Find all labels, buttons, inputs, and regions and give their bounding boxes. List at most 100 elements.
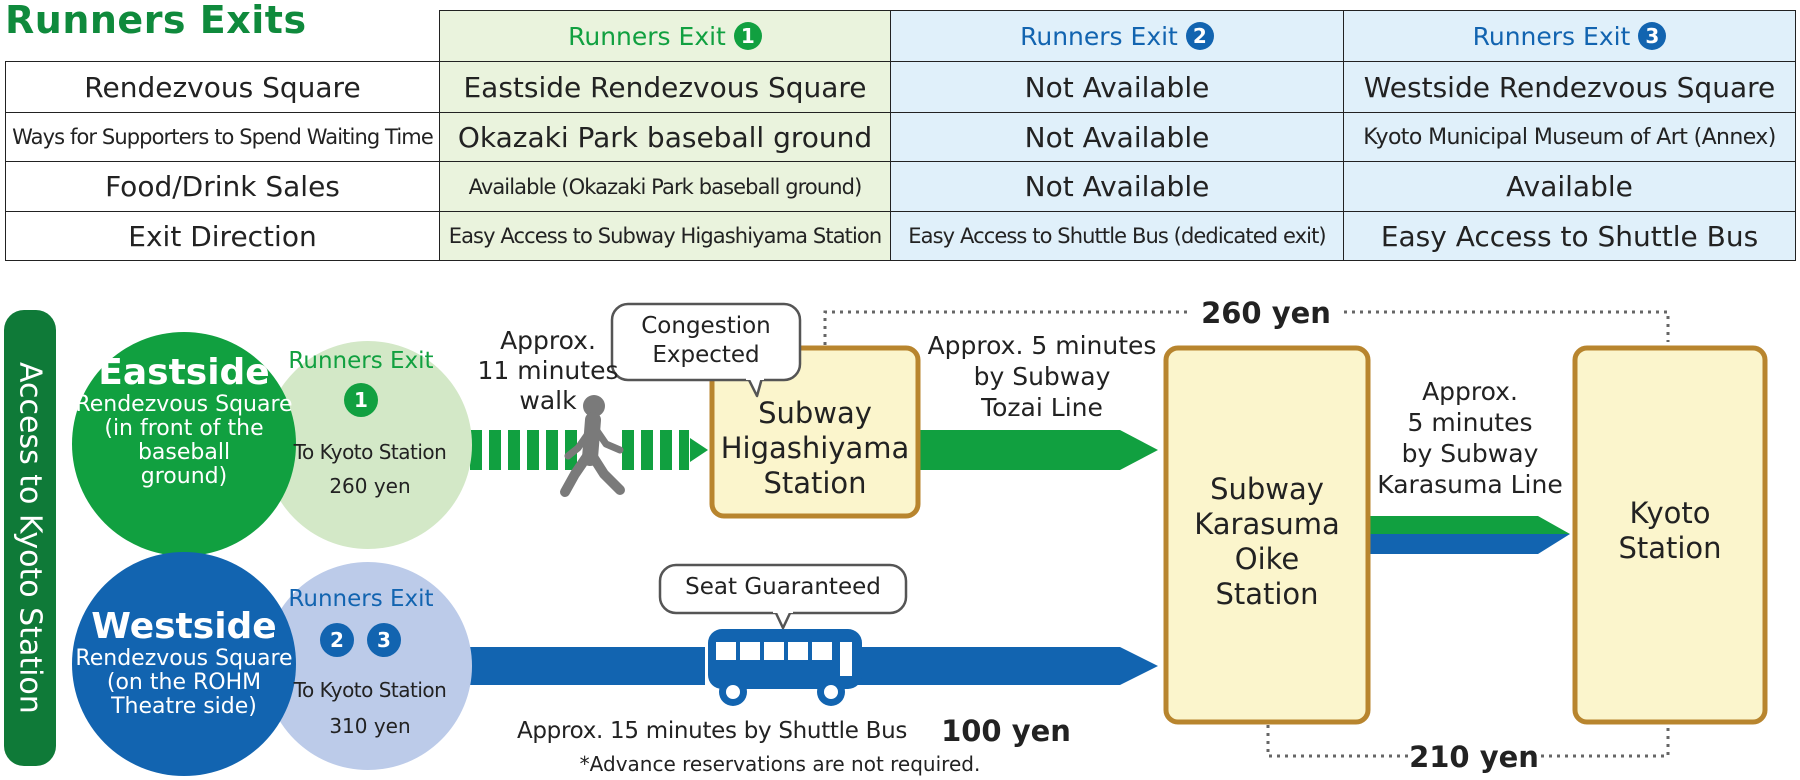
west-note-2: Theatre side)	[111, 694, 257, 719]
oike-station-text: Subway Karasuma Oike Station	[1166, 472, 1368, 612]
top-fare: 260 yen	[1190, 296, 1342, 330]
tozai-line-1: Approx. 5 minutes	[927, 331, 1157, 360]
higashiyama-line-3: Station	[763, 466, 867, 500]
column-header-exit-3: Runners Exit 3	[1343, 10, 1796, 62]
seat-text: Seat Guaranteed	[685, 574, 881, 600]
walk-line-3: walk	[519, 386, 577, 415]
tozai-line-2: by Subway	[973, 362, 1111, 391]
table-cell: Kyoto Municipal Museum of Art (Annex)	[1343, 112, 1796, 162]
side-bar	[4, 310, 56, 766]
column-header-label: Runners Exit	[1472, 21, 1631, 51]
east-exit-label: Runners Exit	[288, 348, 434, 374]
west-rendezvous-circle	[72, 552, 296, 776]
bus-icon	[705, 629, 862, 706]
oike-line-2: Karasuma	[1194, 507, 1340, 541]
walk-arrow	[470, 430, 708, 470]
fare-connector-top	[823, 310, 1670, 345]
karasuma-line-3: by Subway	[1401, 439, 1539, 468]
bus-note: *Advance reservations are not required.	[579, 752, 981, 776]
east-exit-circle	[264, 341, 472, 549]
column-header-label: Runners Exit	[568, 21, 726, 51]
east-name: Eastside	[98, 352, 270, 393]
east-note-1: (in front of the	[104, 416, 264, 441]
table-cell: Not Available	[890, 112, 1344, 162]
east-sub: Rendezvous Square	[75, 392, 293, 417]
table-cell: Not Available	[890, 161, 1344, 212]
east-rendezvous-text: Eastside Rendezvous Square (in front of …	[72, 352, 296, 489]
walk-line-1: Approx.	[500, 326, 596, 355]
karasuma-line-arrow	[1370, 516, 1570, 554]
west-rendezvous-text: Westside Rendezvous Square (on the ROHM …	[72, 606, 296, 719]
column-header-label: Runners Exit	[1020, 21, 1178, 51]
bottom-fare: 210 yen	[1408, 740, 1540, 774]
table-cell: Easy Access to Shuttle Bus (dedicated ex…	[890, 211, 1344, 261]
west-sub: Rendezvous Square	[75, 646, 293, 671]
exit-number-badge: 1	[733, 22, 762, 50]
west-exit-label: Runners Exit	[288, 586, 434, 612]
west-exit-badge-circle-2	[320, 623, 354, 657]
east-exit-badge-number: 1	[354, 388, 368, 412]
west-exit-circle	[264, 562, 472, 770]
table-cell: Available (Okazaki Park baseball ground)	[439, 161, 891, 212]
higashiyama-line-2: Higashiyama	[720, 431, 910, 465]
congestion-text: Congestion Expected	[612, 312, 800, 370]
east-note-3: ground)	[140, 464, 228, 489]
kyoto-station-box	[1572, 345, 1768, 725]
kyoto-station-text: Kyoto Station	[1575, 496, 1765, 566]
congestion-bubble	[610, 302, 802, 398]
side-label-text: Access to Kyoto Station	[12, 362, 48, 714]
higashiyama-line-1: Subway	[758, 396, 872, 430]
column-header-exit-2: Runners Exit 2	[890, 10, 1344, 62]
oike-line-1: Subway	[1210, 472, 1324, 506]
pedestrian-icon	[560, 395, 625, 497]
karasuma-label: Approx. 5 minutes by Subway Karasuma Lin…	[1366, 376, 1574, 500]
exit-number-badge: 3	[1638, 22, 1667, 50]
east-exit-badge-circle	[344, 383, 378, 417]
bus-time-label: Approx. 15 minutes by Shuttle Bus	[516, 718, 908, 744]
east-note-2: baseball	[137, 440, 231, 465]
kyoto-line-2: Station	[1618, 531, 1722, 565]
bus-fare-label: 100 yen	[941, 714, 1071, 748]
row-label: Ways for Supporters to Spend Waiting Tim…	[5, 112, 440, 162]
congestion-line-1: Congestion	[641, 313, 771, 339]
west-name: Westside	[91, 606, 277, 647]
runners-exits-table: Runners Exit 1 Runners Exit 2 Runners Ex…	[0, 0, 1800, 262]
side-label: Access to Kyoto Station	[4, 310, 56, 766]
karasuma-line-4: Karasuma Line	[1377, 470, 1563, 499]
higashiyama-station-text: Subway Higashiyama Station	[712, 396, 918, 501]
column-header-exit-1: Runners Exit 1	[439, 10, 891, 62]
table-cell: Not Available	[890, 61, 1344, 113]
exit-number-badge: 2	[1185, 22, 1214, 50]
oike-line-3: Oike	[1234, 542, 1300, 576]
table-cell: Okazaki Park baseball ground	[439, 112, 891, 162]
west-note-1: (on the ROHM	[106, 670, 262, 695]
seat-bubble	[658, 563, 908, 630]
karasuma-line-2: 5 minutes	[1407, 408, 1533, 437]
page-title: Runners Exits	[5, 0, 307, 42]
tozai-label: Approx. 5 minutes by Subway Tozai Line	[918, 330, 1166, 423]
row-label: Food/Drink Sales	[5, 161, 440, 212]
east-fare: 260 yen	[329, 474, 411, 498]
west-exit-badge-number-2: 2	[330, 628, 344, 652]
congestion-line-2: Expected	[652, 342, 760, 368]
walk-line-2: 11 minutes	[477, 356, 619, 385]
east-rendezvous-circle	[72, 332, 296, 556]
oike-line-4: Station	[1215, 577, 1319, 611]
west-fare: 310 yen	[329, 714, 411, 738]
row-label: Exit Direction	[5, 211, 440, 261]
table-cell: Easy Access to Shuttle Bus	[1343, 211, 1796, 261]
karasuma-line-1: Approx.	[1422, 377, 1518, 406]
tozai-line-3: Tozai Line	[981, 393, 1103, 422]
tozai-line-arrow	[920, 430, 1158, 470]
west-exit-badge-circle-3	[367, 623, 401, 657]
west-destination: To Kyoto Station	[293, 678, 447, 702]
walk-label: Approx. 11 minutes walk	[448, 326, 648, 416]
table-cell: Eastside Rendezvous Square	[439, 61, 891, 113]
higashiyama-station-box	[709, 345, 921, 519]
east-destination: To Kyoto Station	[293, 440, 447, 464]
oike-station-box	[1163, 345, 1371, 725]
row-label: Rendezvous Square	[5, 61, 440, 113]
kyoto-line-1: Kyoto	[1629, 496, 1711, 530]
west-exit-badge-number-3: 3	[377, 628, 391, 652]
